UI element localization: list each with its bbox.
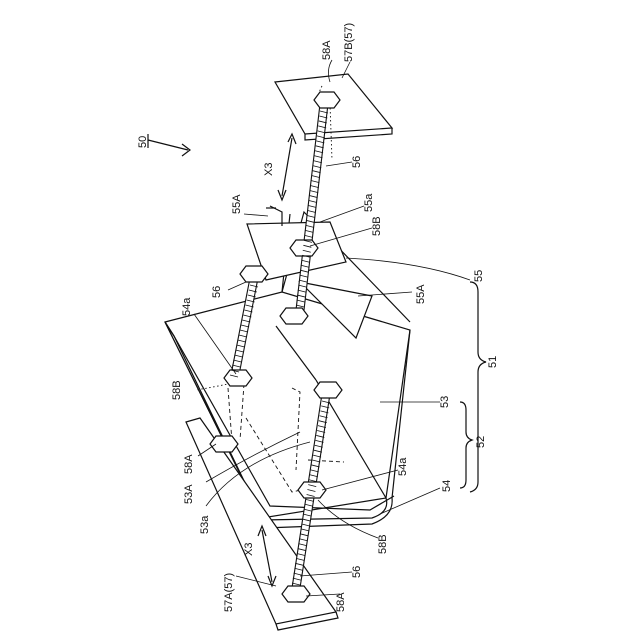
- label-55A-right: 55A: [415, 284, 427, 304]
- arrow-x3-top: [278, 134, 296, 200]
- flange-lower-edge: [174, 336, 394, 510]
- hidden-bolt-left-2: [240, 384, 244, 440]
- leader-54: [380, 488, 440, 514]
- leader-56-top: [326, 162, 352, 166]
- label-58B-bottom: 58B: [377, 534, 389, 554]
- bracket-51: [470, 282, 486, 492]
- label-57A: 57A(57): [223, 573, 235, 612]
- label-fig-ref: 50: [137, 136, 149, 148]
- inner-diagonal: [276, 326, 316, 380]
- nut-58B-left: [224, 370, 252, 386]
- label-55a: 55a: [363, 193, 375, 212]
- leader-54a-left: [194, 314, 236, 374]
- label-58B-left: 58B: [171, 380, 183, 400]
- bolt-left-head: [240, 266, 268, 282]
- leader-55: [346, 258, 470, 280]
- hidden-slot-2: [292, 388, 300, 470]
- nut-bottom-top: [280, 308, 308, 324]
- fig-ref-line: [148, 140, 188, 150]
- label-58A-left: 58A: [183, 454, 195, 474]
- leader-56-left: [228, 282, 246, 290]
- fig-ref-arrow: [148, 140, 190, 156]
- gusset-55A: [300, 282, 372, 338]
- leader-55a: [320, 206, 364, 222]
- label-53a: 53a: [199, 515, 211, 534]
- label-53A: 53A: [183, 484, 195, 504]
- nut-58A-top: [314, 92, 340, 108]
- hidden-slot-53A: [246, 418, 318, 492]
- nut-58A-left: [210, 436, 238, 452]
- bolt-left-rod: [230, 278, 258, 380]
- label-58A-top: 58A: [321, 40, 333, 60]
- label-53: 53: [439, 396, 451, 408]
- label-x3-top: X3: [263, 163, 275, 176]
- bolt-top-rod: [296, 104, 328, 310]
- label-55A-top: 55A: [231, 194, 243, 214]
- arrow-x3-top-line: [282, 138, 292, 196]
- label-52: 52: [475, 436, 487, 448]
- bracket-52: [460, 402, 472, 488]
- label-54: 54: [441, 480, 453, 492]
- label-51: 51: [487, 356, 499, 368]
- label-56-left: 56: [211, 286, 223, 298]
- leader-54a-right: [322, 470, 398, 490]
- leader-55A-top: [244, 214, 268, 216]
- flange-corner: [165, 322, 174, 336]
- label-54a-right: 54a: [397, 457, 409, 476]
- label-x3-bottom: X3: [243, 543, 255, 556]
- nut-58B-top: [290, 240, 318, 256]
- brackets: [460, 282, 486, 492]
- label-55: 55: [473, 270, 485, 282]
- label-58A-bottom: 58A: [335, 592, 347, 612]
- label-54a-left: 54a: [181, 297, 193, 316]
- label-56-top: 56: [351, 156, 363, 168]
- nut-58A-bottom: [282, 586, 310, 602]
- label-56-bottom: 56: [351, 566, 363, 578]
- wall-outer: [264, 330, 410, 528]
- label-57B: 57B(57): [343, 23, 355, 62]
- bolt-bottom-head: [314, 382, 342, 398]
- label-58B-top: 58B: [371, 216, 383, 236]
